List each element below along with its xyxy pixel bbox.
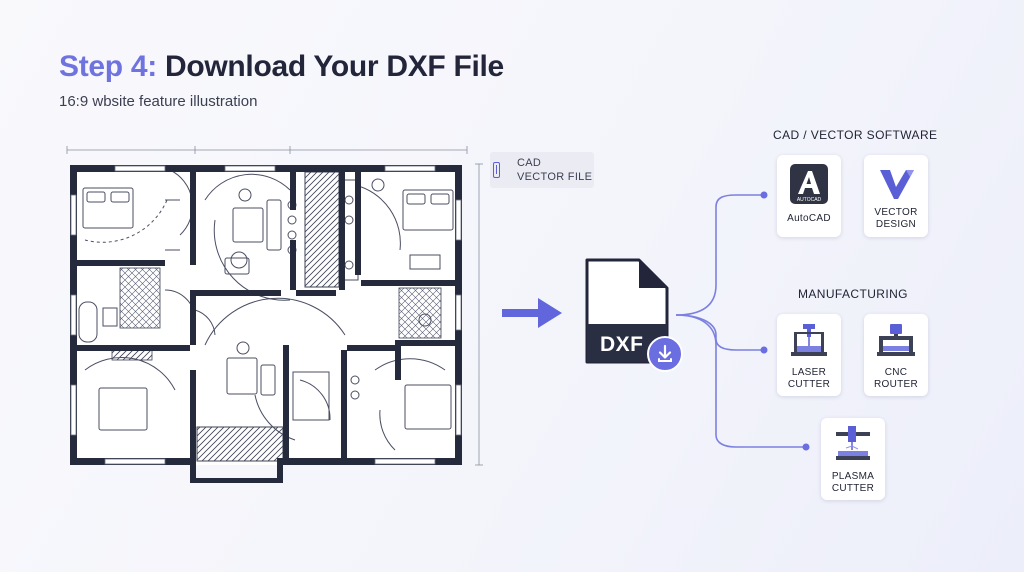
title-step-number: Step 4: — [59, 50, 157, 83]
file-tag-line1: CAD — [517, 157, 542, 169]
section-label-manufacturing: MANUFACTURING — [798, 287, 908, 301]
connector-lines — [676, 191, 810, 451]
laser-label-line1: LASER — [791, 367, 827, 378]
autocad-logo-text: AUTOCAD — [797, 197, 822, 203]
floor-plan-drawing — [66, 146, 483, 483]
file-tag — [490, 152, 594, 188]
vector-design-logo-icon — [880, 170, 914, 199]
right-arrow-icon — [502, 298, 562, 328]
title-text: Download Your DXF File — [164, 50, 504, 83]
vector-label-line1: VECTOR — [874, 207, 918, 218]
file-tag-icon — [493, 162, 500, 178]
bath-tile-right — [398, 287, 442, 339]
cnc-label-line1: CNC — [884, 367, 908, 378]
bath-tile-left — [119, 267, 161, 329]
software-card-vector-design[interactable]: VECTOR DESIGN — [864, 155, 928, 237]
machine-card-cnc-router[interactable]: CNC ROUTER — [864, 314, 928, 396]
cnc-router-icon — [877, 324, 915, 356]
autocad-label: AutoCAD — [787, 213, 831, 224]
laser-label-line2: CUTTER — [787, 379, 831, 390]
machine-card-plasma-cutter[interactable]: PLASMA CUTTER — [821, 418, 885, 500]
software-card-autocad[interactable]: AUTOCAD AutoCAD — [777, 155, 841, 237]
download-icon — [658, 344, 672, 362]
dxf-file-label: DXF — [600, 333, 644, 356]
entry-hatch — [196, 426, 284, 462]
machine-card-laser-cutter[interactable]: LASER CUTTER — [777, 314, 841, 396]
page-title: Step 4: Download Your DXF File — [59, 50, 504, 84]
download-button[interactable] — [647, 336, 683, 372]
cnc-label-line2: ROUTER — [873, 379, 919, 390]
laser-cutter-icon — [791, 324, 827, 356]
file-tag-line2: VECTOR FILE — [517, 171, 593, 183]
subtitle: 16:9 wbsite feature illustration — [59, 93, 258, 110]
autocad-logo-icon: AUTOCAD — [790, 164, 828, 204]
plasma-cutter-icon — [836, 426, 870, 460]
stair-hatch — [304, 171, 340, 288]
plasma-label-line2: CUTTER — [831, 483, 875, 494]
vector-label-line2: DESIGN — [875, 219, 917, 230]
section-label-cad: CAD / VECTOR SOFTWARE — [773, 128, 938, 142]
plasma-label-line1: PLASMA — [831, 471, 875, 482]
